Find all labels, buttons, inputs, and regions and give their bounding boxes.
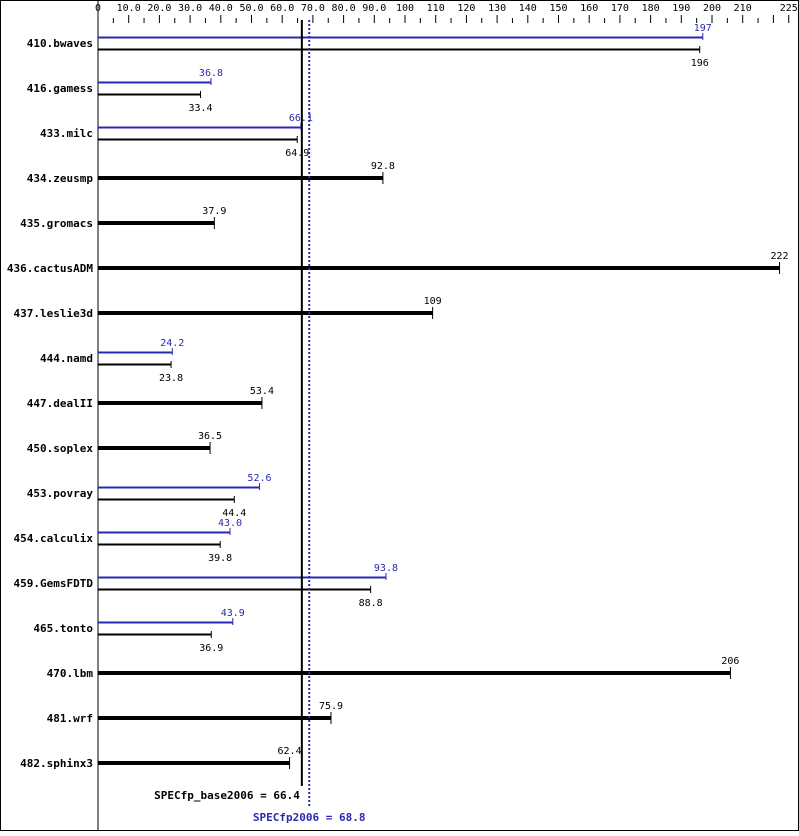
base-bar: [98, 401, 262, 405]
base-bar: [98, 48, 700, 51]
peak-bar: [98, 81, 211, 84]
peak-value-label: 36.8: [199, 68, 223, 79]
tick-label: 30.0: [178, 3, 202, 14]
peak-bar: [98, 531, 231, 534]
base-value-label: 75.9: [319, 701, 343, 712]
tick-label: 180: [642, 3, 660, 14]
base-bar: [98, 138, 298, 141]
benchmark-label: 470.lbm: [47, 667, 94, 680]
peak-value-label: 197: [694, 23, 712, 34]
peak-value-label: 43.9: [221, 608, 245, 619]
base-bar: [98, 311, 433, 315]
base-value-label: 222: [771, 251, 789, 262]
peak-bar: [98, 621, 233, 624]
tick-label: 140: [519, 3, 537, 14]
benchmark-label: 435.gromacs: [20, 217, 93, 230]
base-bar: [98, 543, 221, 546]
benchmark-label: 465.tonto: [33, 622, 93, 635]
tick-label: 60.0: [270, 3, 294, 14]
base-bar: [98, 176, 383, 180]
tick-label: 50.0: [239, 3, 263, 14]
tick-label: 200: [703, 3, 721, 14]
peak-reference-label: SPECfp2006 = 68.8: [253, 811, 366, 824]
base-bar: [98, 446, 211, 450]
tick-label: 150: [549, 3, 567, 14]
base-value-label: 39.8: [208, 553, 232, 564]
benchmark-label: 437.leslie3d: [14, 307, 93, 320]
peak-bar: [98, 126, 301, 129]
base-value-label: 88.8: [359, 598, 383, 609]
base-reference-label: SPECfp_base2006 = 66.4: [154, 789, 300, 802]
base-value-label: 36.9: [199, 643, 223, 654]
tick-label: 90.0: [362, 3, 386, 14]
benchmark-label: 459.GemsFDTD: [14, 577, 94, 590]
base-value-label: 23.8: [159, 373, 183, 384]
base-value-label: 196: [691, 58, 709, 69]
benchmark-label: 410.bwaves: [27, 37, 93, 50]
peak-value-label: 43.0: [218, 518, 242, 529]
base-bar: [98, 633, 212, 636]
tick-label: 100: [396, 3, 414, 14]
base-value-label: 36.5: [198, 431, 222, 442]
base-value-label: 33.4: [188, 103, 212, 114]
benchmark-label: 450.soplex: [27, 442, 94, 455]
benchmark-label: 481.wrf: [47, 712, 93, 725]
benchmark-label: 453.povray: [27, 487, 94, 500]
base-bar: [98, 761, 290, 765]
base-bar: [98, 93, 201, 96]
tick-label: 10.0: [117, 3, 141, 14]
tick-label: 160: [580, 3, 598, 14]
base-bar: [98, 671, 731, 675]
base-value-label: 37.9: [202, 206, 226, 217]
base-value-label: 64.9: [285, 148, 309, 159]
peak-bar: [98, 576, 386, 579]
base-bar: [98, 266, 780, 270]
peak-value-label: 24.2: [160, 338, 184, 349]
base-value-label: 44.4: [222, 508, 246, 519]
tick-label: 20.0: [147, 3, 171, 14]
tick-label: 170: [611, 3, 629, 14]
benchmark-label: 454.calculix: [14, 532, 94, 545]
tick-label: 120: [457, 3, 475, 14]
benchmark-label: 436.cactusADM: [7, 262, 93, 275]
peak-value-label: 52.6: [247, 473, 271, 484]
tick-label: 130: [488, 3, 506, 14]
benchmark-label: 482.sphinx3: [20, 757, 93, 770]
tick-label: 210: [734, 3, 752, 14]
tick-label: 190: [672, 3, 690, 14]
tick-label: 110: [427, 3, 445, 14]
benchmark-label: 416.gamess: [27, 82, 93, 95]
peak-bar: [98, 486, 260, 489]
benchmark-label: 447.dealII: [27, 397, 93, 410]
base-value-label: 92.8: [371, 161, 395, 172]
base-bar: [98, 363, 172, 366]
tick-label: 225: [780, 3, 798, 14]
base-bar: [98, 588, 371, 591]
benchmark-label: 433.milc: [40, 127, 93, 140]
base-value-label: 53.4: [250, 386, 274, 397]
base-value-label: 109: [424, 296, 442, 307]
base-bar: [98, 716, 332, 720]
peak-bar: [98, 36, 703, 39]
tick-label: 0: [95, 3, 101, 14]
base-bar: [98, 221, 215, 225]
benchmark-label: 434.zeusmp: [27, 172, 94, 185]
tick-label: 70.0: [301, 3, 325, 14]
tick-label: 40.0: [209, 3, 233, 14]
benchmark-label: 444.namd: [40, 352, 93, 365]
base-bar: [98, 498, 235, 501]
peak-value-label: 93.8: [374, 563, 398, 574]
peak-bar: [98, 351, 173, 354]
tick-label: 80.0: [332, 3, 356, 14]
base-value-label: 206: [721, 656, 739, 667]
base-value-label: 62.4: [278, 746, 302, 757]
